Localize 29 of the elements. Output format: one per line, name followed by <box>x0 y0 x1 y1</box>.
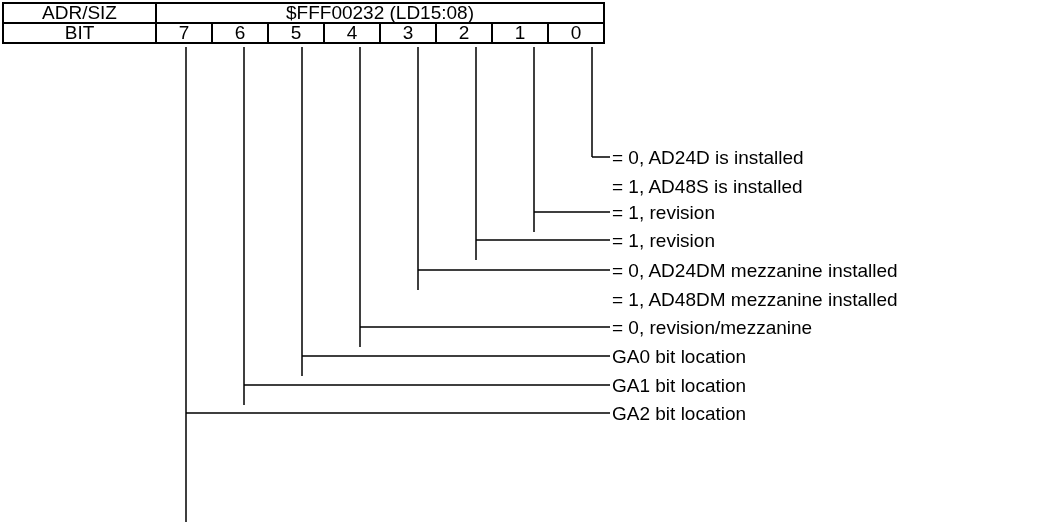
bit-cell: 7 <box>156 23 212 43</box>
leader-line <box>417 46 611 291</box>
leader-line <box>359 46 611 348</box>
bit-description: = 1, revision <box>612 197 715 227</box>
bit-description: GA2 bit location <box>612 398 747 428</box>
bit-cell: 1 <box>492 23 548 43</box>
header-cell: ADR/SIZ <box>3 3 156 23</box>
bit-description: = 1, AD48DM mezzanine installed <box>612 287 898 312</box>
bit-description: = 0, AD24D is installed <box>612 145 804 170</box>
bit-cell: 3 <box>380 23 436 43</box>
header-cell: BIT <box>3 23 156 43</box>
bit-description: = 1, AD48S is installed <box>612 174 804 199</box>
leader-line <box>591 46 611 158</box>
bit-description: GA0 bit location <box>612 341 747 371</box>
bit-description: GA1 bit location <box>612 370 747 400</box>
leader-line <box>243 46 611 406</box>
leader-line <box>301 46 611 377</box>
bit-cell: 0 <box>548 23 604 43</box>
bit-description: = 0, revision/mezzanine <box>612 312 813 342</box>
bit-cell: 5 <box>268 23 324 43</box>
bit-description: = 0, AD24DM mezzanine installed <box>612 258 898 283</box>
bit-cell: 4 <box>324 23 380 43</box>
bit-cell: 6 <box>212 23 268 43</box>
leader-line <box>533 46 611 233</box>
leader-line <box>475 46 611 261</box>
bit-description: = 1, revision <box>612 225 715 255</box>
bit-cell: 2 <box>436 23 492 43</box>
leader-line <box>185 46 611 523</box>
header-cell: $FFF00232 (LD15:08) <box>156 3 604 23</box>
